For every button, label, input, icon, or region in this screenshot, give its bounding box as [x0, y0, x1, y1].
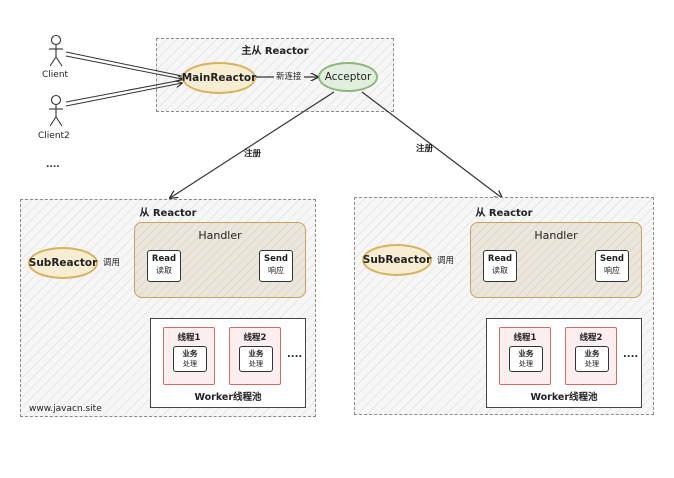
- worker-pool-left: 线程1 业务 处理 线程2 业务 处理 .... Worker线程池: [150, 318, 306, 408]
- thread-left-1: 线程1 业务 处理: [163, 327, 215, 385]
- worker-pool-left-label: Worker线程池: [194, 392, 262, 403]
- worker-pool-right: 线程1 业务 处理 线程2 业务 处理 .... Worker线程池: [486, 318, 642, 408]
- handler-left-title: Handler: [198, 229, 242, 242]
- new-connection-label: 新连接: [274, 70, 304, 82]
- sub-reactor-node-right: SubReactor: [362, 244, 432, 276]
- register-right-edge: [361, 91, 502, 198]
- sub-reactor-group-left-title: 从 Reactor: [139, 208, 197, 219]
- invoke-right-label: 调用: [436, 254, 456, 266]
- invoke-left-label: 调用: [102, 256, 122, 268]
- thread-left-2: 线程2 业务 处理: [229, 327, 281, 385]
- acceptor-node: Acceptor: [318, 62, 378, 92]
- biz-right-1: 业务 处理: [509, 346, 543, 372]
- sub-reactor-node-left: SubReactor: [28, 247, 98, 279]
- send-box-right: Send 响应: [595, 250, 629, 282]
- client1-label: Client: [42, 70, 69, 80]
- thread-more-left: ....: [287, 349, 303, 360]
- clients-more: ....: [46, 160, 60, 170]
- worker-pool-right-label: Worker线程池: [530, 392, 598, 403]
- thread-right-2: 线程2 业务 处理: [565, 327, 617, 385]
- read-box-left: Read 读取: [147, 250, 181, 282]
- main-reactor-node: MainReactor: [182, 62, 256, 94]
- client2-person-icon: [49, 94, 63, 127]
- thread-right-1: 线程1 业务 处理: [499, 327, 551, 385]
- biz-right-2: 业务 处理: [575, 346, 609, 372]
- read-box-right: Read 读取: [483, 250, 517, 282]
- handler-right-title: Handler: [534, 229, 578, 242]
- thread-more-right: ....: [623, 349, 639, 360]
- biz-left-1: 业务 处理: [173, 346, 207, 372]
- client2-label: Client2: [38, 131, 70, 141]
- watermark: www.javacn.site: [29, 404, 102, 414]
- register-left-label: 注册: [244, 149, 262, 159]
- biz-left-2: 业务 处理: [239, 346, 273, 372]
- register-left-edge: [170, 91, 335, 198]
- handler-left: Handler Read 读取 Send 响应: [134, 222, 306, 298]
- main-reactor-group-title: 主从 Reactor: [241, 46, 309, 57]
- client2-edge: [65, 79, 183, 103]
- handler-right: Handler Read 读取 Send 响应: [470, 222, 642, 298]
- client1-person-icon: [49, 34, 63, 67]
- client1-edge: [65, 51, 183, 77]
- sub-reactor-group-right-title: 从 Reactor: [475, 208, 533, 219]
- register-right-label: 注册: [416, 144, 434, 154]
- send-box-left: Send 响应: [259, 250, 293, 282]
